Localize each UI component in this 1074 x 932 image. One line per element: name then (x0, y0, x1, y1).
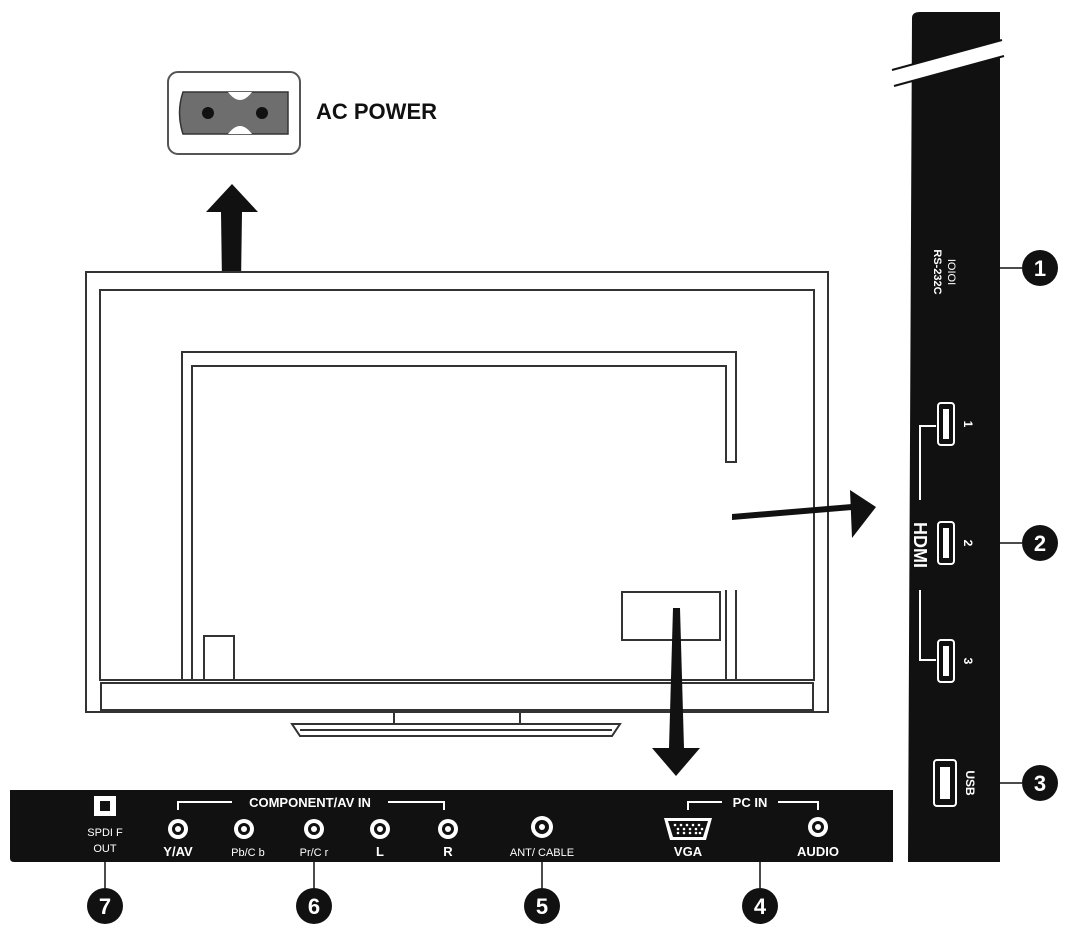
hdmi-port-3[interactable] (937, 639, 955, 683)
pc-audio-label: AUDIO (797, 844, 839, 859)
audio-jack-left[interactable] (370, 819, 390, 839)
hdmi-port-2-label: 2 (961, 540, 975, 547)
callout-5-number: 5 (536, 894, 548, 919)
rs232-pins-text: IOIOI (945, 259, 957, 285)
hdmi-logo: HDMI (910, 522, 930, 568)
hdmi-bracket (919, 425, 936, 661)
side-panel-arrow (732, 490, 876, 538)
component-jack-pb[interactable] (234, 819, 254, 839)
callout-3: 3 (1022, 765, 1058, 801)
usb-port[interactable] (933, 759, 957, 807)
callout-1: 1 (1022, 250, 1058, 286)
callout-4: 4 (742, 888, 778, 924)
ac-power-socket (167, 71, 301, 155)
spdif-label-line2: OUT (93, 843, 117, 855)
callout-7: 7 (87, 888, 123, 924)
rs232-label: RS-232C IOIOI (931, 249, 957, 294)
callout-6: 6 (296, 888, 332, 924)
rs232-text: RS-232C (931, 249, 943, 294)
hdmi-port-3-label: 3 (961, 658, 975, 665)
callout-6-number: 6 (308, 894, 320, 919)
jack-label-pb: Pb/C b (231, 847, 265, 859)
vga-label: VGA (674, 844, 703, 859)
antenna-cable-jack[interactable] (531, 816, 553, 838)
usb-label: USB (963, 770, 977, 796)
side-callout-leaders (1000, 267, 1022, 784)
spdif-optical-port[interactable] (94, 796, 116, 816)
jack-label-pr: Pr/C r (300, 847, 329, 859)
jack-label-r: R (443, 844, 453, 859)
callout-4-number: 4 (754, 894, 767, 919)
callout-2-number: 2 (1034, 531, 1046, 556)
pc-in-header: PC IN (733, 795, 768, 810)
jack-label-l: L (376, 844, 384, 859)
hdmi-port-1-label: 1 (961, 421, 975, 428)
audio-jack-right[interactable] (438, 819, 458, 839)
antenna-label: ANT/ CABLE (510, 847, 574, 859)
component-jack-y-av[interactable] (168, 819, 188, 839)
callout-2: 2 (1022, 525, 1058, 561)
jack-label-y-av: Y/AV (163, 844, 193, 859)
callout-1-number: 1 (1034, 256, 1046, 281)
vga-port[interactable] (664, 818, 712, 840)
pc-in-header-bracket (687, 801, 819, 810)
hdmi-port-2[interactable] (937, 521, 955, 565)
callout-3-number: 3 (1034, 771, 1046, 796)
component-header: COMPONENT/AV IN (249, 795, 371, 810)
bottom-callout-leaders (104, 862, 761, 888)
tv-rear-outline (85, 271, 829, 737)
callout-7-number: 7 (99, 894, 111, 919)
ac-power-label: AC POWER (316, 99, 437, 124)
bottom-panel-arrow (652, 608, 700, 776)
pc-audio-jack[interactable] (808, 817, 828, 837)
component-header-bracket (177, 801, 445, 810)
spdif-label-line1: SPDI F (87, 827, 123, 839)
component-jack-pr[interactable] (304, 819, 324, 839)
callout-5: 5 (524, 888, 560, 924)
hdmi-port-1[interactable] (937, 402, 955, 446)
